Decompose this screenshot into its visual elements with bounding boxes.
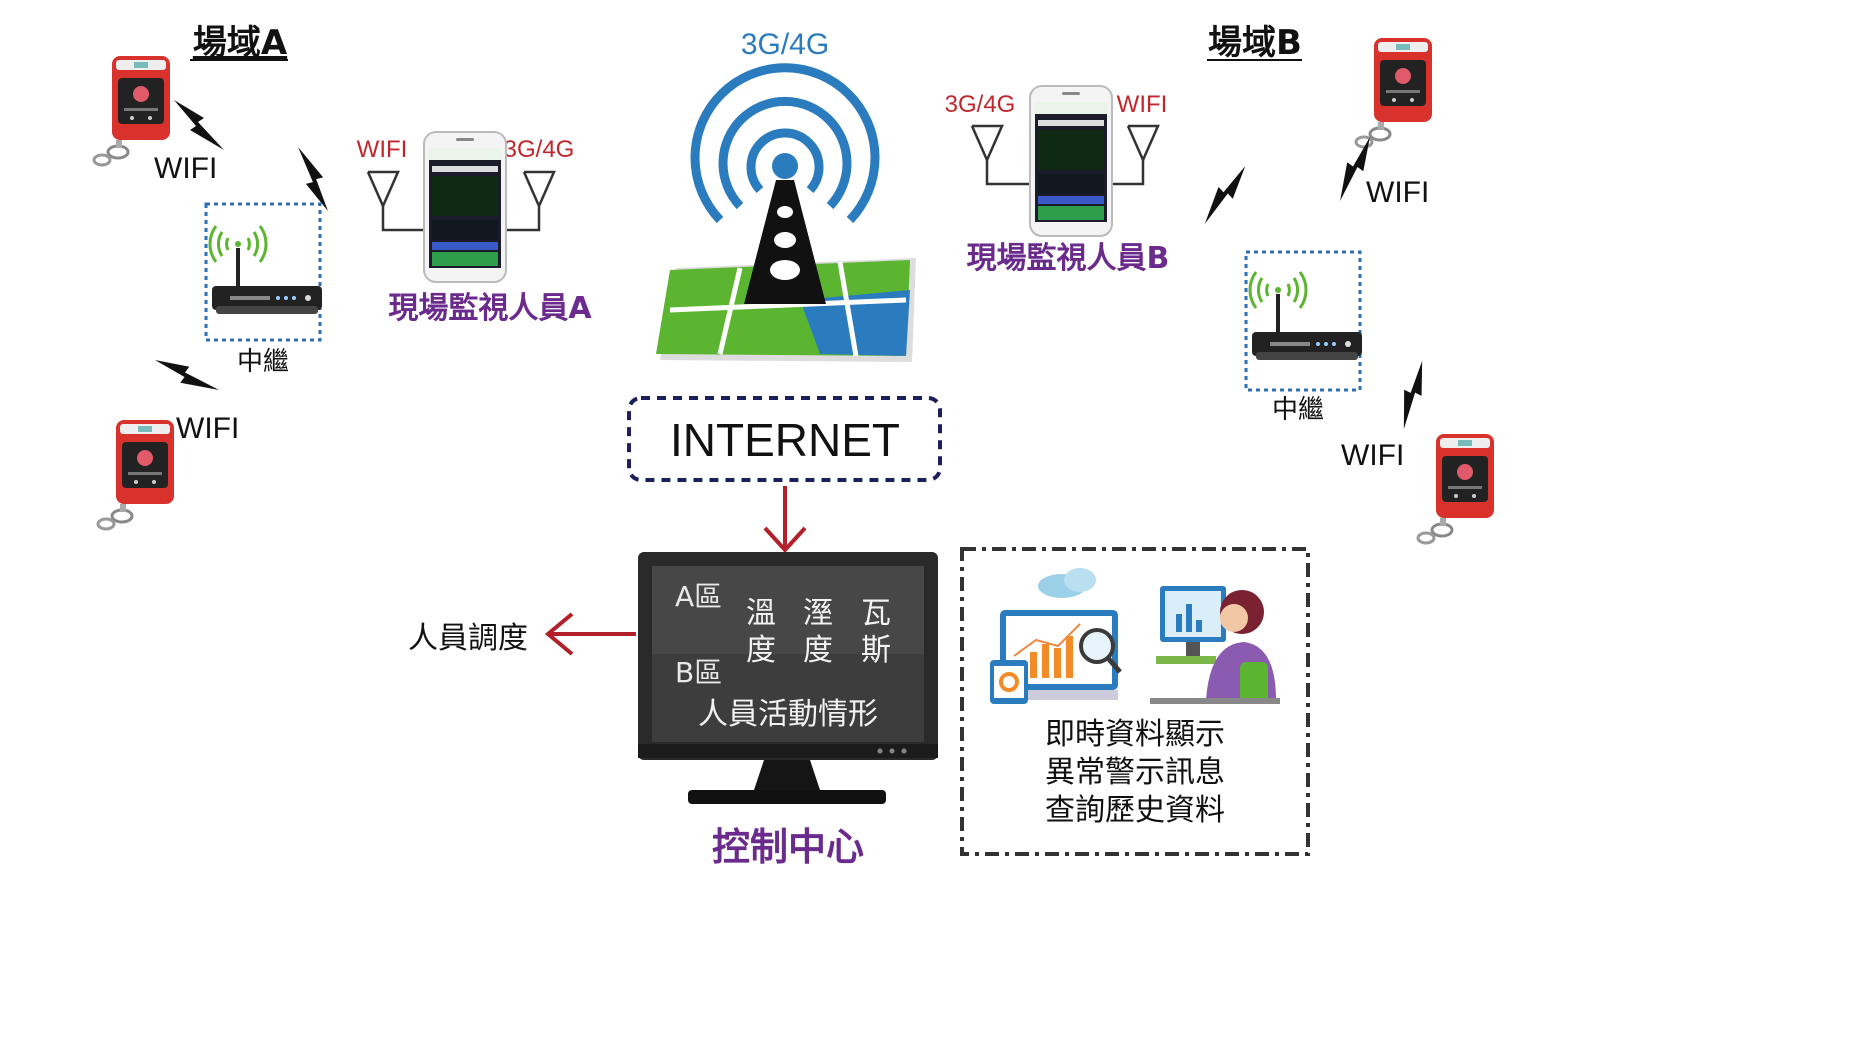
zone-a-relay-label: 中繼 [237, 347, 289, 377]
feature-item-realtime: 即時資料顯示 [1045, 717, 1225, 752]
monitor-b-label: 現場監視人員B [967, 241, 1170, 276]
phone-a-right-label: 3G/4G [504, 136, 575, 163]
zone-a-lightning-icon-3 [154, 342, 220, 408]
monitor-a-label: 現場監視人員A [388, 291, 592, 326]
screen-zone-a: A區 [675, 580, 722, 613]
zone-b-lightning-icon-2 [1196, 166, 1254, 224]
screen-zone-b: B區 [675, 656, 722, 689]
screen-metric-3-top: 瓦 [861, 596, 891, 631]
zone-b-wifi-label-lower: WIFI [1341, 439, 1404, 472]
zone-b-title: 場域B [1208, 23, 1302, 63]
internet-label: INTERNET [670, 414, 900, 466]
screen-metric-1-bottom: 度 [746, 633, 776, 668]
phone-a-icon [423, 131, 507, 283]
features-box [960, 547, 1310, 856]
phone-a-right-antenna-icon [492, 170, 556, 232]
zone-a-lightning-icon-2 [280, 146, 346, 212]
tower-label: 3G/4G [741, 28, 829, 61]
zone-a-title: 場域A [193, 23, 288, 63]
phone-b-right-label: WIFI [1117, 91, 1168, 118]
zone-b-sensor-device-upper [1354, 36, 1434, 149]
zone-a-lightning-icon-1 [174, 100, 224, 150]
screen-metric-2-top: 溼 [803, 596, 833, 631]
control-monitor [638, 552, 938, 804]
zone-a-relay-box [204, 202, 322, 342]
phone-a-left-label: WIFI [357, 136, 408, 163]
zone-b-wifi-label-upper: WIFI [1366, 176, 1429, 209]
feature-item-history: 查詢歷史資料 [1045, 793, 1225, 828]
left-arrow-icon [544, 612, 636, 656]
screen-activity: 人員活動情形 [698, 697, 878, 732]
zone-a-wifi-label-lower: WIFI [176, 412, 239, 445]
control-center-title: 控制中心 [712, 825, 864, 869]
zone-a-sensor-device-upper [92, 54, 172, 167]
zone-b-relay-label: 中繼 [1272, 395, 1324, 425]
screen-metric-2-bottom: 度 [803, 633, 833, 668]
zone-a-router-icon [208, 224, 324, 316]
analytics-dashboard-icon [990, 568, 1122, 704]
zone-a-wifi-label-upper: WIFI [154, 152, 217, 185]
feature-item-alert: 異常警示訊息 [1045, 755, 1225, 790]
dispatch-label: 人員調度 [408, 621, 528, 656]
cell-tower-icon [656, 63, 916, 362]
zone-b-lightning-icon-3 [1378, 360, 1448, 430]
screen-metric-1-top: 溫 [746, 596, 776, 631]
zone-b-sensor-device-lower [1416, 432, 1496, 545]
phone-b-left-antenna-icon [970, 124, 1032, 186]
zone-b-router-icon [1248, 270, 1364, 362]
zone-b-relay-box [1244, 250, 1362, 392]
down-arrow-icon [763, 486, 807, 553]
phone-a-left-antenna-icon [366, 170, 426, 232]
screen-metric-3-bottom: 斯 [861, 633, 891, 668]
zone-a-sensor-device-lower [96, 418, 176, 531]
phone-b-left-label: 3G/4G [945, 91, 1016, 118]
phone-b-icon [1029, 85, 1113, 237]
operator-at-computer-icon [1150, 586, 1280, 704]
